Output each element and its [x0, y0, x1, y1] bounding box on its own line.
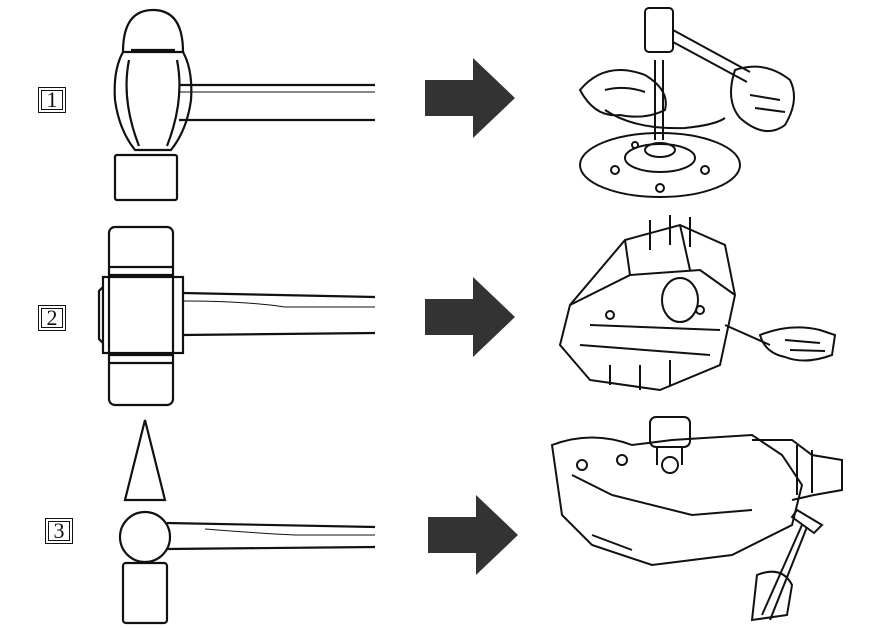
- step-number-2: 2: [38, 305, 66, 331]
- ball-peen-hammer-icon: [113, 8, 375, 202]
- row-3: 3: [0, 415, 896, 628]
- step-number-1: 1: [38, 87, 66, 113]
- hub-bearing-illustration: [578, 7, 795, 198]
- arrow-right-icon: [428, 495, 518, 575]
- transmission-case-illustration: [558, 215, 837, 392]
- differential-housing-illustration: [550, 416, 843, 622]
- arrow-right-icon: [425, 277, 515, 357]
- sledge-hammer-icon: [97, 225, 376, 407]
- row-1: 1: [0, 0, 896, 210]
- step-number-3: 3: [45, 518, 73, 544]
- row-2: 2: [0, 215, 896, 410]
- pick-hammer-icon: [118, 419, 376, 625]
- arrow-right-icon: [425, 58, 515, 138]
